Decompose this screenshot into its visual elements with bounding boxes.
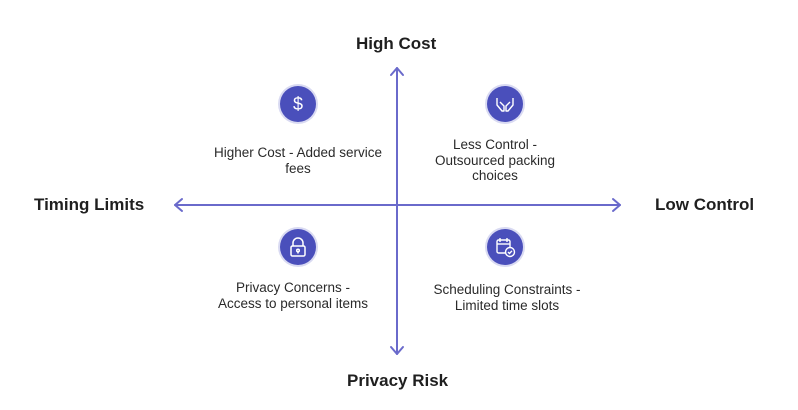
axis-label-top: High Cost bbox=[356, 34, 437, 53]
calendar-check-icon bbox=[487, 229, 523, 265]
arrow-right-icon bbox=[612, 198, 621, 212]
quadrant-text-higher-cost: Higher Cost - Added service fees bbox=[213, 145, 383, 176]
arrow-down-icon bbox=[390, 346, 404, 355]
quadrant-text-privacy-concerns: Privacy Concerns - Access to personal it… bbox=[217, 280, 369, 311]
arrow-up-icon bbox=[390, 67, 404, 76]
svg-text:$: $ bbox=[293, 94, 303, 114]
axis-label-right: Low Control bbox=[655, 195, 755, 214]
lock-icon bbox=[280, 229, 316, 265]
axis-label-bottom: Privacy Risk bbox=[347, 371, 449, 390]
axis-label-left: Timing Limits bbox=[34, 195, 145, 214]
hands-icon bbox=[487, 86, 523, 122]
quadrant-text-less-control: Less Control - Outsourced packing choice… bbox=[434, 137, 556, 183]
dollar-icon: $ bbox=[280, 86, 316, 122]
quadrant-text-scheduling: Scheduling Constraints - Limited time sl… bbox=[433, 282, 581, 313]
arrow-left-icon bbox=[174, 198, 183, 212]
